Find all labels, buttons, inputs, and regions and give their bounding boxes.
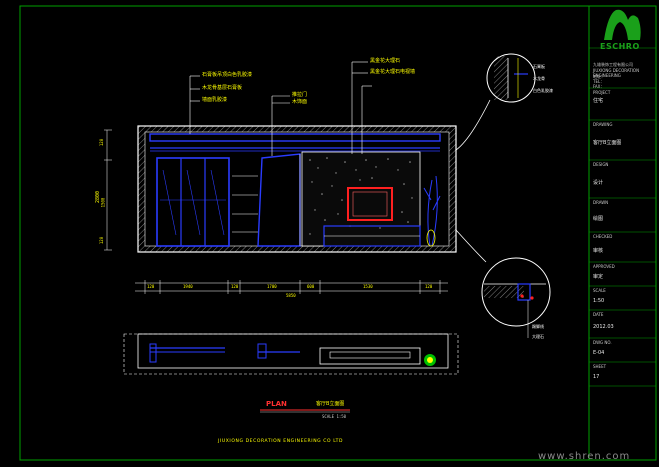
plan-view (123, 333, 459, 375)
plan-scale: SCALE 1:50 (322, 414, 347, 419)
tb-label: DATE (593, 312, 604, 317)
dim-total: 5850 (286, 293, 296, 298)
annotation-label: 石膏板吊顶白色乳胶漆 (202, 72, 253, 78)
tb-value: 住宅 (593, 98, 604, 104)
detail-label: 白色乳胶漆 (533, 88, 553, 93)
tb-value: 17 (593, 374, 600, 380)
tb-company-en: JIUXIONG DECORATION ENGINEERING (593, 68, 640, 78)
title-block-grid (589, 47, 656, 387)
annotation-label: 木饰面 (292, 99, 308, 105)
tb-label: DWG NO. (593, 340, 612, 345)
annotation-label: 黑金花大理石电视墙 (370, 69, 416, 75)
annotation-label: 墙面乳胶漆 (202, 97, 228, 103)
tb-label: CHECKED (593, 234, 613, 239)
dim-text: 1940 (183, 284, 193, 289)
tb-label: PROJECT (593, 90, 611, 95)
annotation-leaders (189, 61, 372, 156)
tb-label: SHEET (593, 364, 607, 369)
annotation-group-right: 黑金花大理石 黑金花大理石电视墙 (370, 58, 415, 75)
tb-tel: TEL： (593, 79, 605, 84)
dim-text: 1700 (267, 284, 277, 289)
logo-text: ESCHRO (600, 42, 640, 51)
annotation-label: 推拉门 (292, 92, 308, 98)
annotation-label: 木龙骨基层石膏板 (202, 85, 243, 91)
title-block: 九雄装饰工程有限公司 JIUXIONG DECORATION ENGINEERI… (590, 0, 659, 467)
tb-label: DRAWING (593, 122, 613, 127)
dim-text: 120 (425, 284, 433, 289)
tb-value: E-04 (593, 350, 605, 356)
detail-callout-bottom (455, 229, 551, 338)
watermark: www.shren.com (538, 451, 631, 462)
dim-text: 600 (307, 284, 315, 289)
tb-fax: FAX： (593, 84, 605, 89)
dim-text: 120 (231, 284, 239, 289)
tb-label: DESIGN (593, 162, 609, 167)
drawing-border (19, 5, 657, 461)
detail-label: 大理石 (532, 334, 544, 339)
detail-label: 石膏板 (533, 64, 545, 69)
detail-label: 踢脚线 (532, 324, 544, 329)
company-footer: JIUXIONG DECORATION ENGINEERING CO LTD (218, 439, 344, 444)
dimension-lines (104, 129, 448, 294)
plan-title: PLAN (266, 400, 287, 408)
dim-left-bot: 120 (99, 236, 105, 245)
detail-labels-top: 石膏板 木龙骨 白色乳胶漆 (533, 64, 553, 93)
tb-label: APPROVED (593, 264, 615, 269)
dim-text: 120 (147, 284, 155, 289)
detail-label: 木龙骨 (533, 76, 545, 81)
tb-value: 绘图 (593, 216, 604, 222)
bottom-dimension-row: 120 1940 120 1700 600 1530 120 (145, 284, 448, 290)
tb-value: 审定 (593, 274, 604, 280)
tb-value: 客厅B立面图 (593, 140, 622, 146)
annotation-group-left: 石膏板吊顶白色乳胶漆 木龙骨基层石膏板 墙面乳胶漆 (202, 72, 252, 103)
detail-callout-top (455, 53, 536, 151)
detail-labels-bottom: 踢脚线 大理石 (532, 324, 544, 339)
dim-left-mid: 1500 (100, 197, 106, 208)
tb-value: 设计 (593, 180, 604, 186)
annotation-group-mid: 推拉门 木饰面 (292, 92, 307, 105)
dim-text: 1530 (363, 284, 373, 289)
elevation-drawing (137, 125, 457, 253)
annotation-label: 黑金花大理石 (370, 58, 401, 64)
plan-title-cn: 客厅B立面图 (316, 401, 345, 407)
tb-address: 地址： (593, 74, 605, 79)
dim-left-top: 120 (99, 138, 105, 147)
tb-label: SCALE (593, 288, 606, 293)
tb-label: DRAWN (593, 200, 609, 205)
tb-value: 审核 (593, 248, 604, 254)
tb-company-cn: 九雄装饰工程有限公司 (593, 62, 633, 67)
tb-value: 2012.03 (593, 324, 614, 330)
company-logo (604, 9, 641, 40)
tb-value: 1:50 (593, 298, 605, 304)
